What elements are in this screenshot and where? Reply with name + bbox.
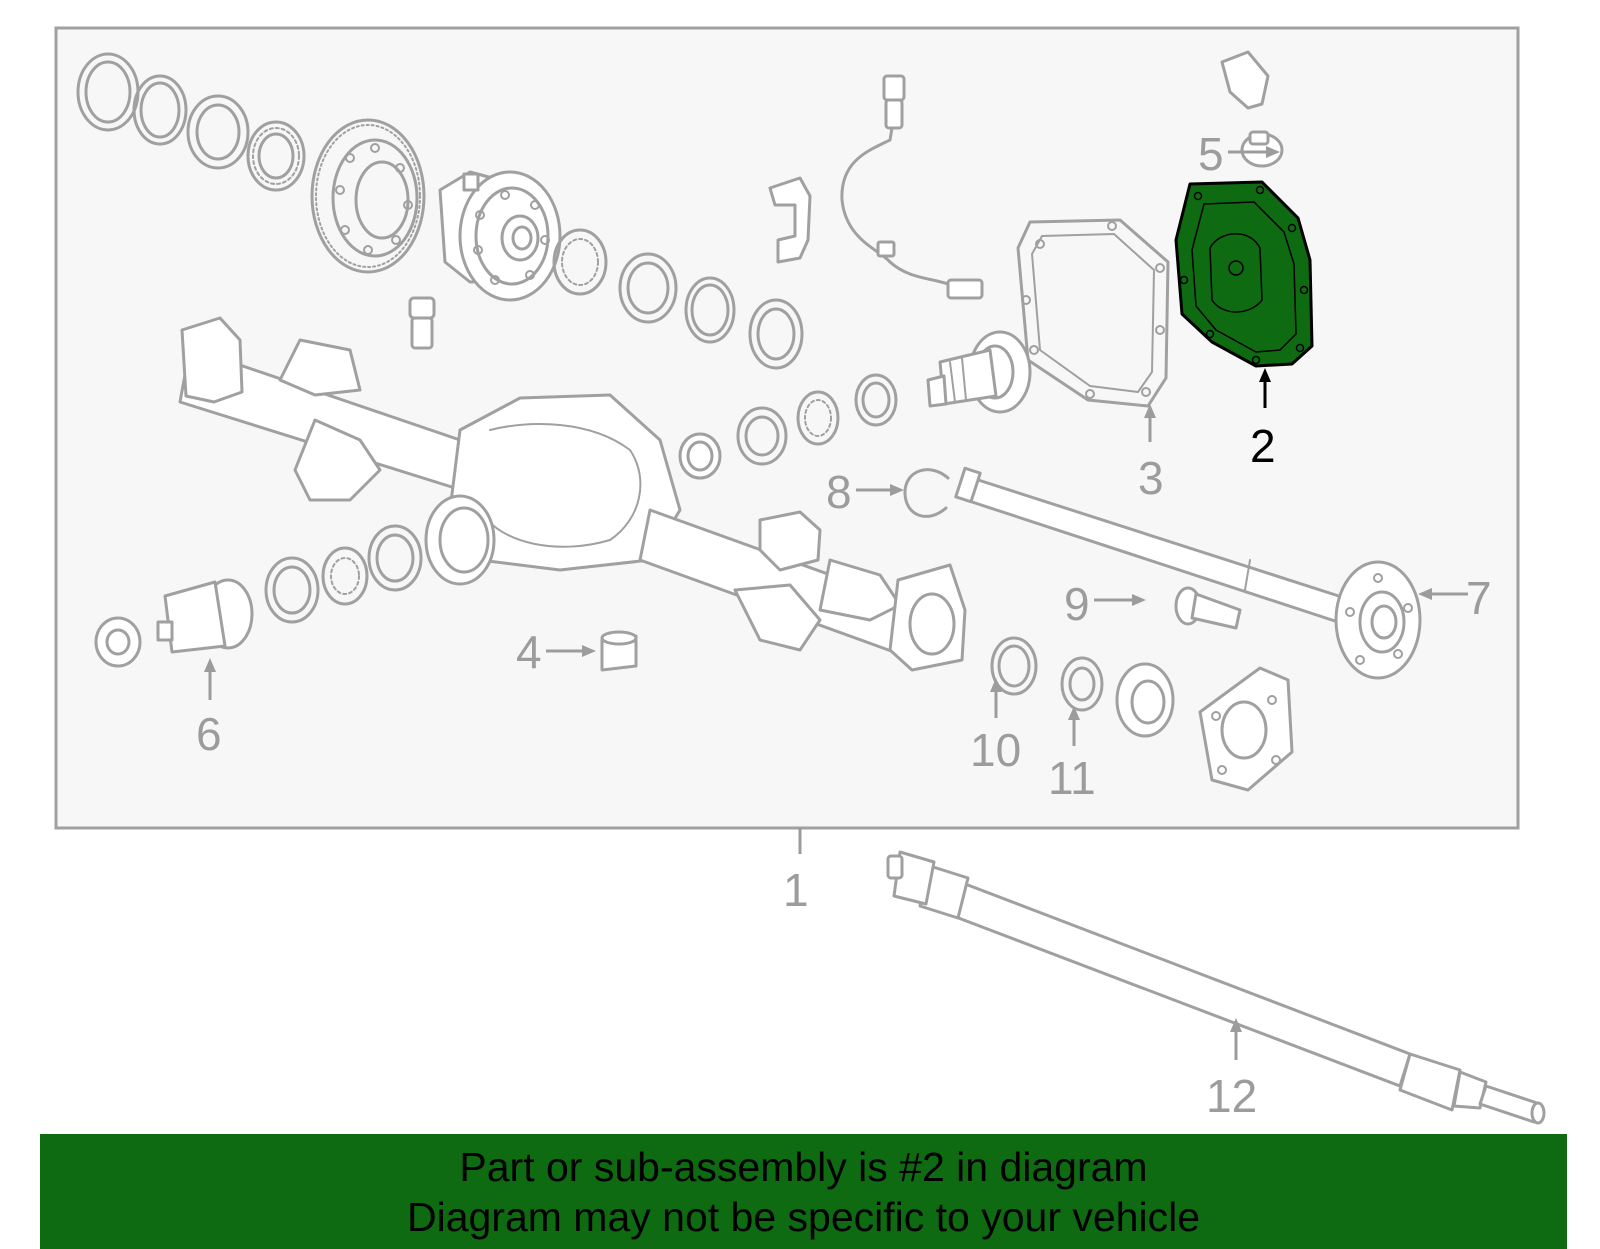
axle-bearing-parts — [990, 636, 1294, 792]
callout-2: 2 — [1250, 420, 1276, 472]
pinion-pin — [408, 296, 436, 350]
banner-line-part: Part or sub-assembly is #2 in diagram — [459, 1143, 1148, 1190]
info-banner: Part or sub-assembly is #2 in diagram Di… — [40, 1134, 1567, 1249]
seal-ring-stack — [76, 52, 306, 192]
ring-gear — [310, 118, 426, 274]
callout-8: 8 — [826, 466, 852, 518]
axle-housing — [178, 316, 967, 672]
propeller-shaft — [886, 850, 1546, 1125]
axle-shaft — [954, 466, 1422, 680]
cover-gasket — [1016, 218, 1170, 408]
fill-plug-fitting — [1220, 50, 1284, 168]
callout-7: 7 — [1466, 572, 1492, 624]
callout-12: 12 — [1206, 1070, 1257, 1122]
pinion-yoke-assembly — [94, 524, 423, 668]
callout-5: 5 — [1198, 128, 1224, 180]
callout-1: 1 — [783, 864, 809, 916]
callout-11: 11 — [1048, 752, 1096, 804]
speed-sensor-harness — [840, 74, 984, 300]
callout-3: 3 — [1138, 452, 1164, 504]
carrier-bearings — [552, 228, 804, 370]
callout-10: 10 — [970, 724, 1021, 776]
banner-line-disclaimer: Diagram may not be specific to your vehi… — [406, 1193, 1200, 1240]
vent-cap — [600, 630, 638, 672]
wheel-stud — [1174, 586, 1242, 630]
callout-6: 6 — [196, 708, 222, 760]
callout-4: 4 — [516, 626, 542, 678]
bearing-cap — [768, 176, 812, 264]
pinion-bearing-set — [678, 373, 898, 480]
differential-case — [438, 170, 562, 302]
snap-ring — [903, 468, 950, 518]
drive-pinion — [926, 330, 1032, 414]
differential-cover-highlighted — [1174, 180, 1314, 368]
callout-9: 9 — [1064, 578, 1090, 630]
